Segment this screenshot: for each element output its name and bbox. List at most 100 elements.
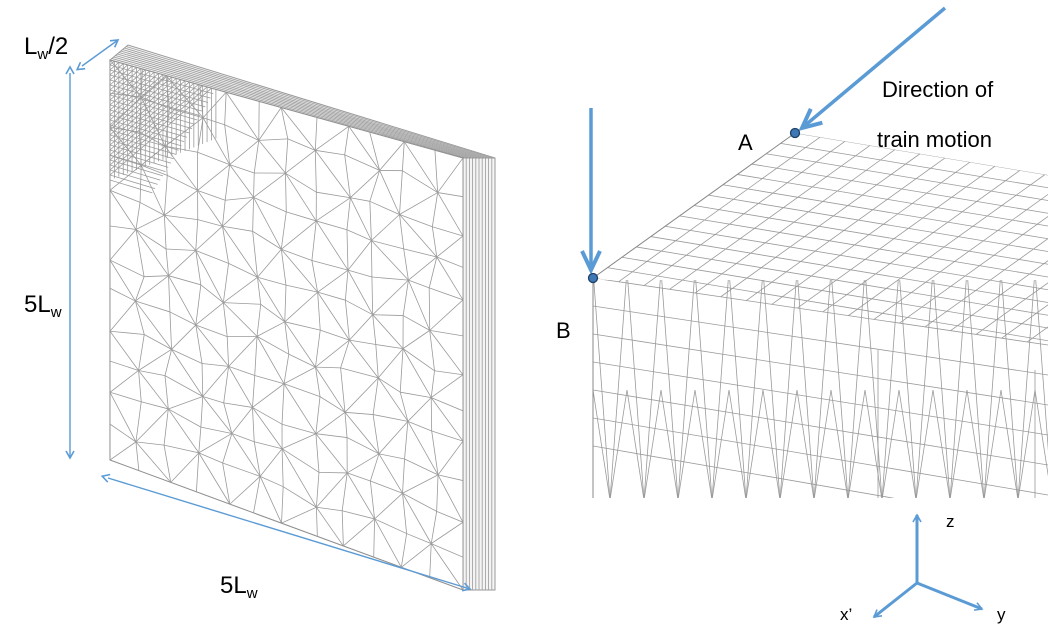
direction-label-line2: train motion bbox=[877, 127, 992, 152]
mesh-edge bbox=[252, 197, 254, 232]
mesh-edge bbox=[167, 175, 198, 191]
mesh-edge bbox=[286, 211, 317, 222]
mesh-edge bbox=[167, 408, 200, 454]
mesh-edge bbox=[228, 336, 258, 367]
tri-edge bbox=[813, 280, 832, 498]
mesh-edge bbox=[404, 421, 409, 460]
mesh-edge bbox=[110, 86, 208, 171]
mesh-edge bbox=[195, 324, 229, 367]
mesh-edge bbox=[254, 441, 283, 450]
mesh-edge bbox=[138, 370, 166, 377]
mesh-edge bbox=[344, 154, 351, 198]
mesh-edge bbox=[281, 423, 316, 435]
mesh-edge bbox=[110, 330, 145, 335]
mesh-edge bbox=[224, 92, 227, 125]
mesh-edge bbox=[371, 240, 409, 281]
mesh-edge bbox=[288, 353, 316, 368]
mesh-edge bbox=[346, 197, 351, 230]
mesh-edge bbox=[436, 256, 463, 301]
mesh-edge bbox=[430, 374, 463, 398]
mesh-edge bbox=[399, 170, 403, 215]
mesh-edge bbox=[110, 79, 181, 141]
mesh-edge bbox=[110, 423, 137, 443]
grid-line bbox=[766, 153, 1048, 247]
mesh-edge bbox=[432, 226, 463, 237]
mesh-edge bbox=[222, 302, 228, 337]
grid-line bbox=[992, 199, 1048, 345]
mesh-edge bbox=[340, 367, 346, 413]
mesh-edge bbox=[110, 154, 166, 173]
mesh-edge bbox=[437, 192, 463, 198]
mesh-edge bbox=[110, 174, 156, 190]
tri-edge bbox=[660, 280, 679, 498]
mesh-edge bbox=[222, 225, 253, 232]
mesh-edge bbox=[253, 197, 282, 250]
mesh-edge bbox=[202, 363, 229, 367]
mesh-edge bbox=[399, 192, 438, 215]
mesh-edge bbox=[315, 366, 341, 369]
mesh-edge bbox=[171, 324, 197, 350]
y-axis-arrow bbox=[916, 581, 984, 611]
tri-edge bbox=[813, 389, 832, 498]
mesh-edge bbox=[138, 370, 169, 410]
mesh-edge bbox=[228, 365, 255, 376]
mesh-edge bbox=[168, 275, 201, 286]
mesh-edge bbox=[258, 107, 282, 141]
mesh-edge bbox=[407, 397, 432, 422]
mesh-edge bbox=[315, 220, 349, 271]
mesh-edge bbox=[171, 348, 203, 364]
mesh-edge bbox=[110, 459, 139, 471]
mesh-edge bbox=[163, 175, 168, 216]
mesh-edge bbox=[344, 411, 374, 415]
mesh-edge bbox=[110, 139, 174, 160]
mesh-edge bbox=[223, 302, 258, 337]
tri-edge bbox=[864, 280, 883, 498]
mesh-edge bbox=[399, 214, 405, 249]
mesh-edge bbox=[224, 124, 231, 165]
mesh-edge bbox=[346, 437, 380, 455]
mesh-edge bbox=[403, 248, 437, 258]
mesh-edge bbox=[315, 125, 350, 151]
mesh-edge bbox=[372, 314, 404, 316]
mesh-edge bbox=[165, 145, 198, 153]
tri-edge bbox=[898, 280, 917, 498]
mesh-edge bbox=[200, 396, 204, 428]
mesh-edge bbox=[315, 330, 321, 368]
mesh-edge bbox=[431, 430, 439, 475]
mesh-edge bbox=[225, 92, 260, 141]
tri-edge bbox=[915, 280, 934, 498]
mesh-edge bbox=[311, 260, 349, 271]
tri-edge bbox=[1034, 389, 1048, 498]
mesh-edge bbox=[110, 127, 140, 133]
grid-line bbox=[636, 246, 1048, 340]
tri-edge bbox=[932, 389, 951, 498]
mesh-edge bbox=[163, 444, 199, 454]
mesh-edge bbox=[344, 412, 348, 438]
mesh-edge bbox=[347, 269, 373, 278]
mesh-edge bbox=[110, 164, 142, 191]
mesh-edge bbox=[315, 197, 351, 222]
mesh-edge bbox=[346, 229, 349, 271]
grid-line bbox=[967, 194, 1048, 341]
mesh-edge bbox=[281, 383, 285, 425]
mesh-edge bbox=[371, 276, 409, 281]
mesh-edge bbox=[197, 190, 226, 201]
mesh-edge bbox=[144, 275, 169, 278]
mesh-edge bbox=[222, 200, 226, 227]
mesh-edge bbox=[222, 433, 233, 464]
mesh-edge bbox=[110, 76, 173, 131]
mesh-edge bbox=[198, 427, 202, 453]
tri-edge bbox=[847, 389, 866, 498]
mesh-edge bbox=[141, 164, 168, 176]
grid-line bbox=[917, 186, 1048, 333]
mesh-edge bbox=[280, 249, 287, 286]
mesh-edge bbox=[138, 370, 142, 402]
mesh-edge bbox=[372, 377, 379, 415]
mesh-edge bbox=[252, 407, 283, 425]
mesh-edge bbox=[231, 433, 255, 443]
mesh-edge bbox=[320, 329, 350, 341]
mesh-edge bbox=[110, 225, 137, 230]
tri-edge bbox=[694, 280, 713, 498]
mesh-edge bbox=[110, 300, 136, 332]
mesh-edge bbox=[372, 314, 377, 345]
